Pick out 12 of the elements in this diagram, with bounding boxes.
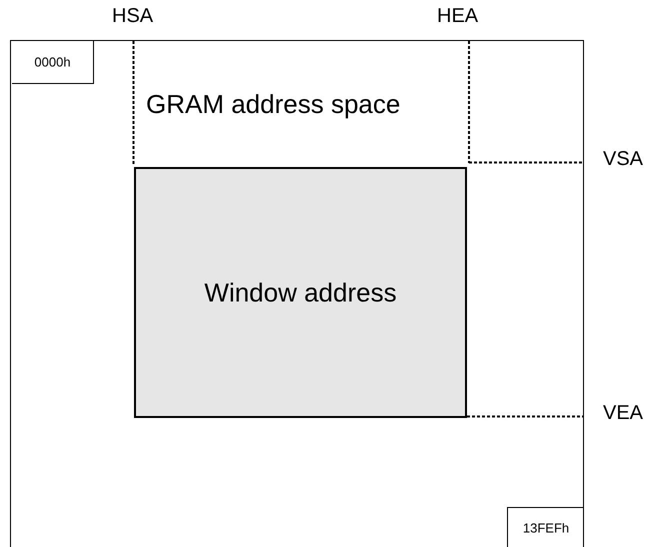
address-label: VSA bbox=[603, 148, 644, 171]
address-label: HEA bbox=[437, 5, 478, 28]
address-box bbox=[507, 507, 584, 547]
region-label: 13FEFh bbox=[522, 520, 570, 535]
region-label: Window address bbox=[204, 277, 397, 308]
address-space-box bbox=[10, 40, 584, 547]
region-label: GRAM address space bbox=[146, 89, 400, 120]
region-label: 0000h bbox=[34, 54, 71, 70]
address-label: HSA bbox=[112, 5, 154, 28]
address-label: VEA bbox=[603, 402, 644, 425]
window-box bbox=[134, 167, 467, 418]
address-box bbox=[12, 41, 94, 84]
